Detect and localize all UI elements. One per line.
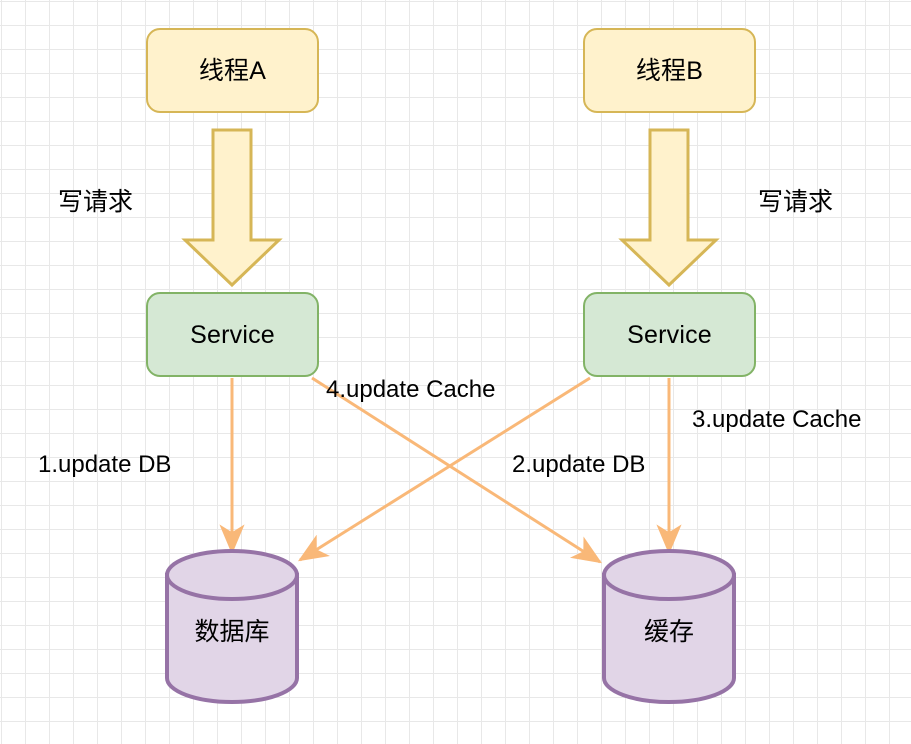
node-thread-b-label: 线程B bbox=[635, 56, 704, 85]
edge-label-write-request-left: 写请求 bbox=[58, 188, 134, 216]
node-cache-label: 缓存 bbox=[643, 618, 694, 646]
node-service-right-label: Service bbox=[627, 320, 712, 349]
node-service-right[interactable]: Service bbox=[583, 292, 756, 377]
node-thread-a[interactable]: 线程A bbox=[146, 28, 319, 113]
arrow-service-right-to-database bbox=[297, 376, 591, 562]
edge-label-step1-update-db: 1.update DB bbox=[38, 451, 172, 478]
edge-label-step3-update-cache: 3.update Cache bbox=[692, 406, 862, 433]
node-database-label: 数据库 bbox=[194, 618, 270, 646]
cache-cylinder bbox=[602, 549, 736, 704]
node-thread-a-label: 线程A bbox=[198, 56, 267, 85]
block-arrow-thread-a-to-service bbox=[181, 128, 283, 288]
edge-label-step4-update-cache: 4.update Cache bbox=[326, 376, 496, 403]
node-service-left[interactable]: Service bbox=[146, 292, 319, 377]
node-service-left-label: Service bbox=[190, 320, 275, 349]
edge-label-write-request-right: 写请求 bbox=[758, 188, 834, 216]
database-cylinder bbox=[165, 549, 299, 704]
arrow-service-left-to-cache bbox=[311, 376, 603, 564]
node-thread-b[interactable]: 线程B bbox=[583, 28, 756, 113]
block-arrow-thread-b-to-service bbox=[618, 128, 720, 288]
edge-label-step2-update-db: 2.update DB bbox=[512, 451, 646, 478]
